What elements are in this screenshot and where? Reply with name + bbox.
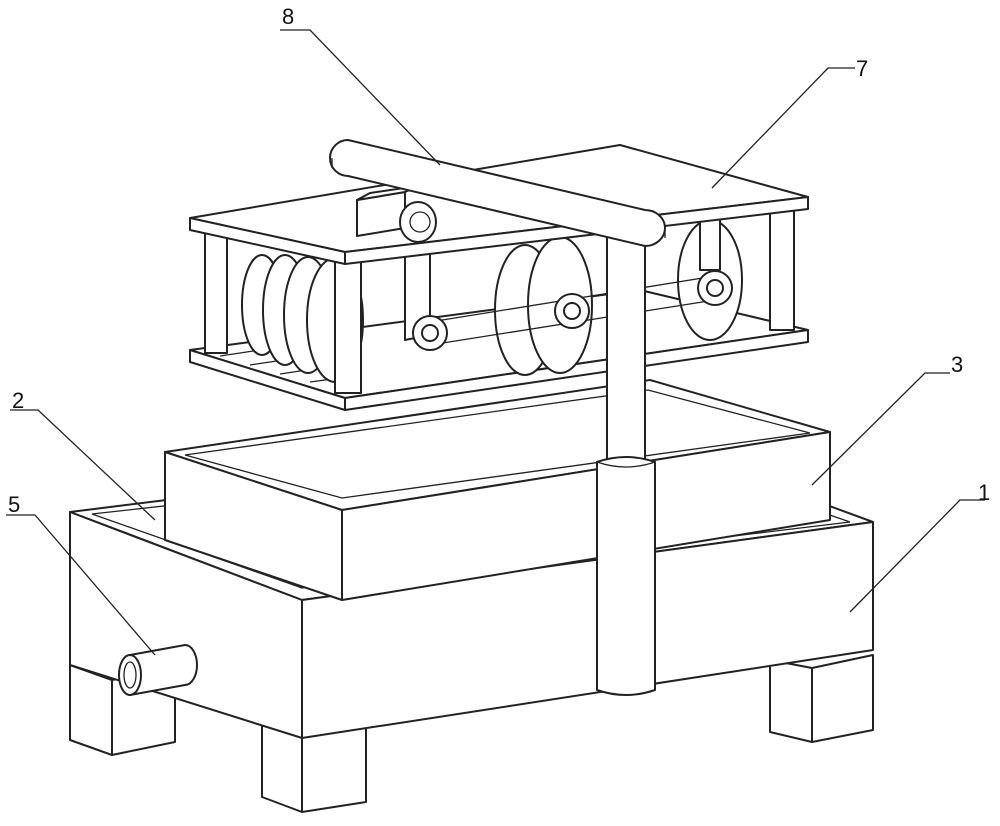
- label-2: 2: [12, 388, 24, 414]
- label-7: 7: [856, 56, 868, 82]
- label-3: 3: [951, 352, 963, 378]
- label-5: 5: [8, 492, 20, 518]
- label-8: 8: [282, 4, 294, 30]
- label-1: 1: [978, 480, 990, 506]
